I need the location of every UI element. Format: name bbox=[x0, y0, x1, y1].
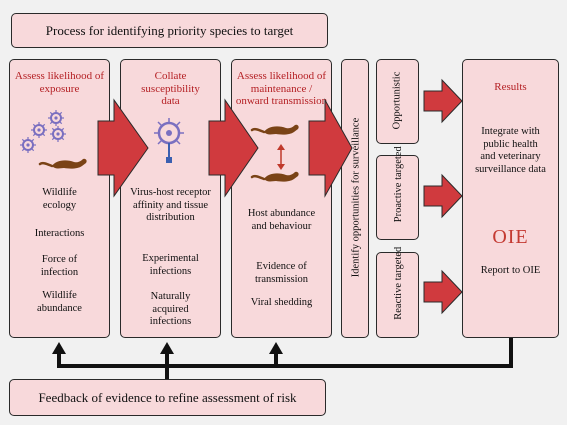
maintenance-item-1: Host abundance and behaviour bbox=[247, 208, 316, 232]
weasel-icon bbox=[250, 123, 300, 136]
transmission-arrow-icon bbox=[277, 144, 285, 170]
report-label: Report to OIE bbox=[480, 265, 541, 276]
flow-arrow-2 bbox=[208, 98, 259, 198]
header-title: Process for identifying priority species… bbox=[45, 23, 294, 38]
susceptibility-item-2: Experimental infections bbox=[142, 253, 199, 277]
susceptibility-title: Collate susceptibility data bbox=[141, 70, 200, 107]
exposure-item-1: Wildlife ecology bbox=[42, 187, 77, 211]
maintenance-item-2: Evidence of transmission bbox=[254, 261, 309, 285]
exposure-item-4: Wildlife abundance bbox=[37, 290, 82, 314]
flow-arrow-3 bbox=[308, 98, 353, 198]
type-arrow-3 bbox=[423, 269, 463, 315]
results-text: Integrate with public health and veterin… bbox=[475, 126, 546, 175]
receptor-icon bbox=[154, 118, 184, 163]
flow-arrow-1 bbox=[97, 98, 149, 198]
feedback-label: Feedback of evidence to refine assessmen… bbox=[38, 390, 297, 405]
maintenance-title: Assess likelihood of maintenance / onwar… bbox=[235, 70, 328, 107]
exposure-box: Assess likelihood of exposure Wildlife e… bbox=[9, 59, 110, 338]
surveillance-box: Identify opportunities for surveillance bbox=[341, 59, 369, 338]
susceptibility-item-1: Virus-host receptor affinity and tissue … bbox=[130, 187, 211, 223]
exposure-item-2: Interactions bbox=[34, 228, 85, 239]
type-box-proactive: Proactive targeted bbox=[376, 146, 419, 240]
results-title: Results bbox=[494, 81, 527, 93]
exposure-title: Assess likelihood of exposure bbox=[14, 70, 105, 95]
type-box-reactive: Reactive targeted bbox=[376, 247, 419, 338]
type-arrow-2 bbox=[423, 173, 463, 219]
maintenance-item-3: Viral shedding bbox=[250, 297, 313, 308]
type-box-opportunistic: Opportunistic bbox=[376, 59, 419, 144]
header-box: Process for identifying priority species… bbox=[11, 13, 328, 48]
oie-logo: OIE bbox=[492, 226, 529, 248]
results-box: Results Integrate with public health and… bbox=[462, 59, 559, 338]
virus-icon bbox=[19, 109, 67, 154]
susceptibility-item-3: Naturally acquired infections bbox=[149, 291, 192, 327]
susceptibility-box: Collate susceptibility data Virus-host r… bbox=[120, 59, 221, 338]
maintenance-box: Assess likelihood of maintenance / onwar… bbox=[231, 59, 332, 338]
feedback-loop bbox=[57, 338, 513, 379]
type-arrow-1 bbox=[423, 78, 463, 124]
exposure-item-3: Force of infection bbox=[40, 254, 79, 278]
feedback-arrowheads bbox=[52, 342, 283, 354]
feedback-box: Feedback of evidence to refine assessmen… bbox=[9, 379, 326, 416]
weasel-icon bbox=[250, 170, 300, 183]
weasel-icon bbox=[38, 157, 88, 170]
